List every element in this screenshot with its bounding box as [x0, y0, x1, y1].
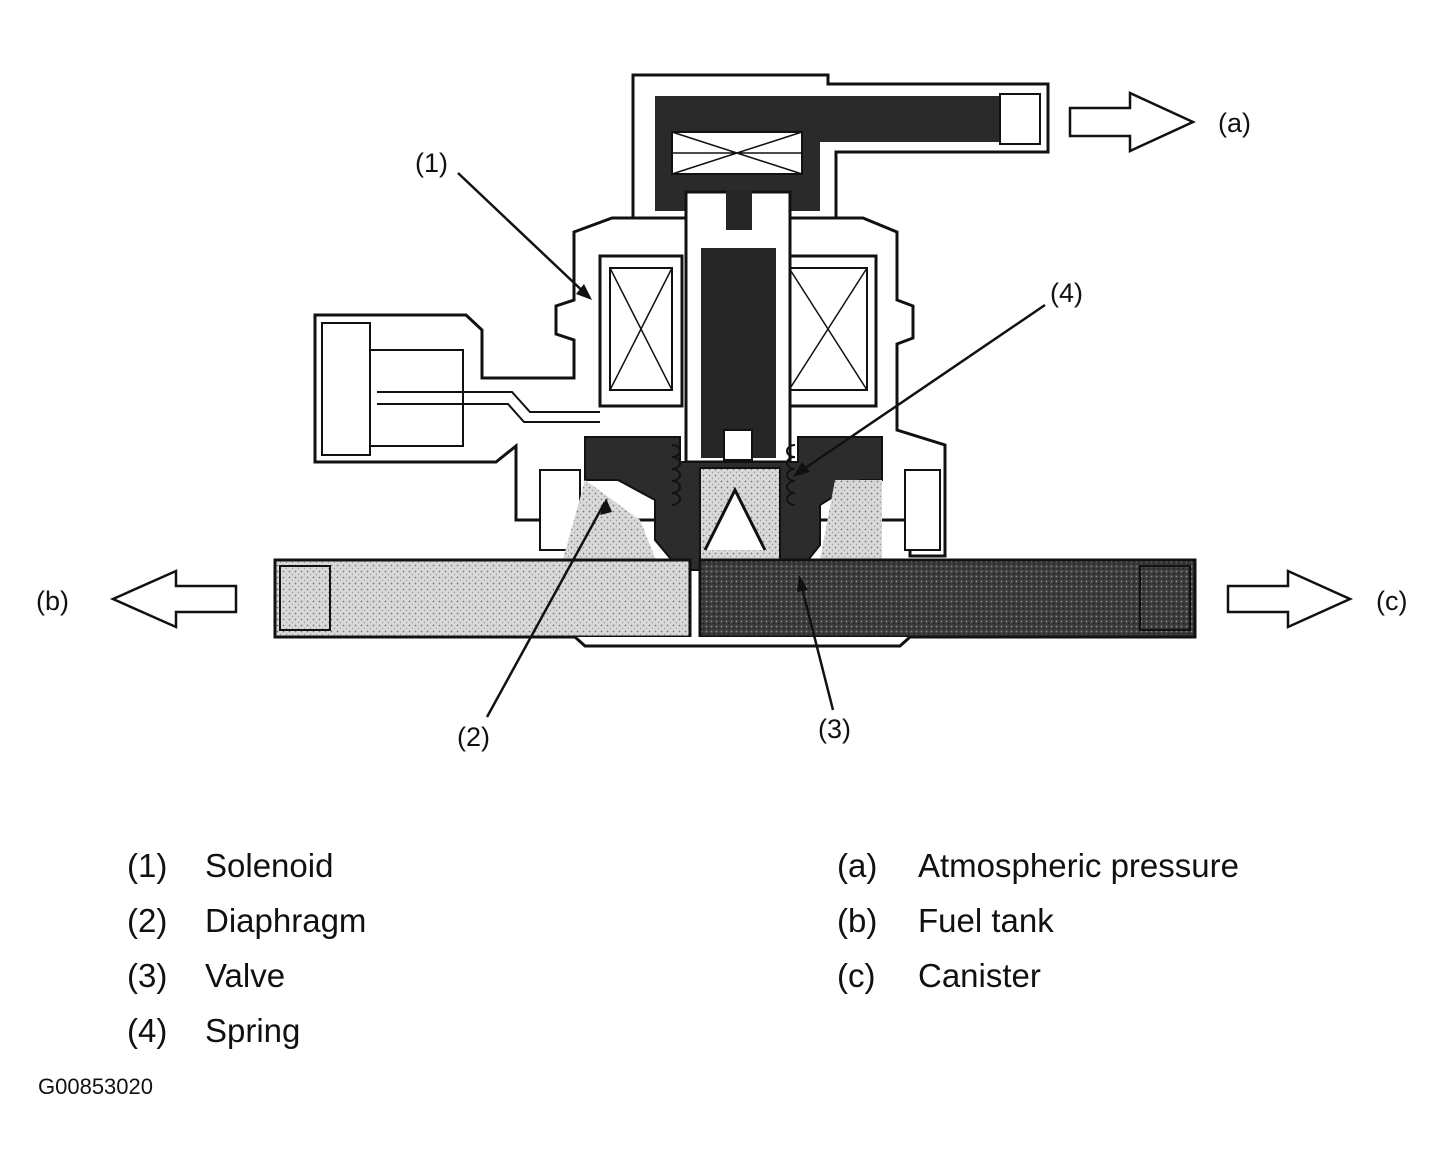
legend-label: Diaphragm: [205, 902, 367, 939]
solenoid-plunger: [684, 190, 792, 464]
callout-2: (2): [457, 722, 490, 752]
solenoid-coil-right: [779, 254, 878, 408]
valve-cross-section-diagram: (1) (4) (2) (3) (a) (b) (c): [36, 73, 1407, 752]
figure-id: G00853020: [38, 1074, 153, 1099]
solenoid-coil-left: [598, 254, 684, 408]
callout-1: (1): [415, 148, 448, 178]
legend-key: (c): [837, 957, 876, 994]
callout-4: (4): [1050, 278, 1083, 308]
legend-item: (1) Solenoid: [127, 838, 366, 893]
legend-item: (a) Atmospheric pressure: [837, 838, 1239, 893]
arrow-a-icon: [1068, 91, 1196, 153]
legend-key: (3): [127, 957, 168, 994]
legend-key: (2): [127, 902, 168, 939]
legend-label: Fuel tank: [918, 902, 1054, 939]
legend-label: Spring: [205, 1012, 301, 1049]
legend-key: (4): [127, 1012, 168, 1049]
legend-item: (c) Canister: [837, 948, 1239, 1003]
legend-label: Atmospheric pressure: [918, 847, 1239, 884]
callout-3: (3): [818, 714, 851, 744]
callout-c: (c): [1376, 586, 1407, 616]
electrical-connector: [321, 322, 600, 456]
ports-legend: (a) Atmospheric pressure (b) Fuel tank (…: [837, 838, 1239, 1003]
legend-key: (a): [837, 847, 878, 884]
legend-key: (1): [127, 847, 168, 884]
legend-label: Solenoid: [205, 847, 334, 884]
upper-coil: [665, 131, 807, 198]
callout-b: (b): [36, 586, 69, 616]
horizontal-pipe: [273, 558, 1197, 648]
leader-lines: [457, 172, 1046, 718]
legend-item: (4) Spring: [127, 1003, 366, 1058]
legend-item: (3) Valve: [127, 948, 366, 1003]
legend-key: (b): [837, 902, 878, 939]
legend-item: (b) Fuel tank: [837, 893, 1239, 948]
arrow-b-icon: [109, 569, 238, 629]
spring-coils: [671, 444, 796, 506]
arrow-c-icon: [1226, 569, 1354, 629]
parts-legend: (1) Solenoid (2) Diaphragm (3) Valve (4)…: [127, 838, 366, 1058]
legend-label: Canister: [918, 957, 1041, 994]
callout-a: (a): [1218, 108, 1251, 138]
legend-item: (2) Diaphragm: [127, 893, 366, 948]
legend-label: Valve: [205, 957, 286, 994]
